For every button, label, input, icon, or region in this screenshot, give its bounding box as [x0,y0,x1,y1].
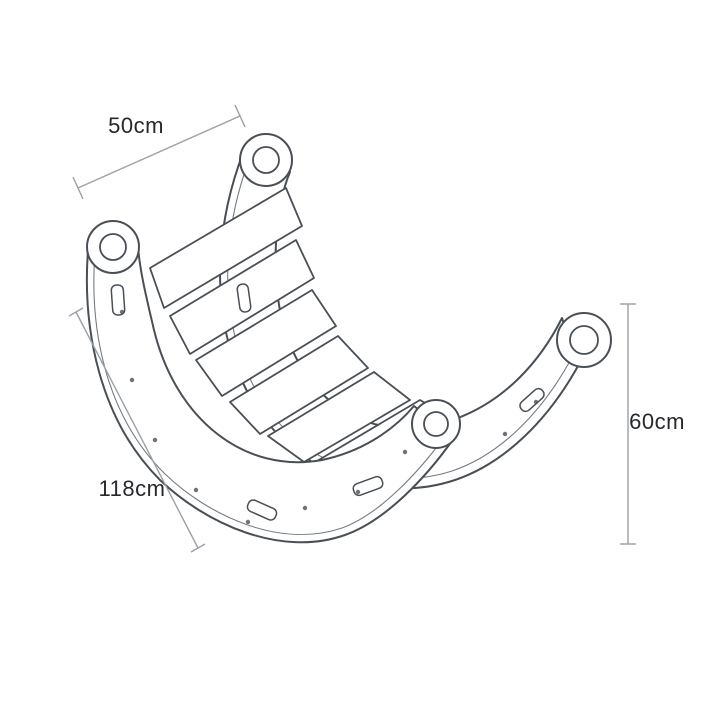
near-rail-edge-line [93,252,447,536]
handle-left [86,220,140,274]
dimension-line-width [72,104,246,200]
slat-5 [267,371,411,463]
handle-left-hole-icon [99,233,127,261]
slot-cutout-bottom-right [352,475,384,497]
length-dimension-label: 118cm [98,476,166,501]
handle-top-hole-icon [252,146,280,174]
near-rail [85,246,455,544]
slat-4 [229,335,369,435]
slat-3 [195,289,337,397]
slat-1 [149,187,303,309]
dimension-line-length [68,307,206,553]
handle-center-hole-icon [423,411,449,437]
slot-cutout-far-arm [236,283,252,313]
dimension-line-height [620,303,636,545]
handle-right-hole-icon [569,325,599,355]
slot-cutout-left-arm [110,284,126,316]
height-dimension-label: 60cm [629,409,685,434]
handle-top [239,133,293,187]
handle-right [556,312,612,368]
screw-hole-dots [119,309,539,525]
handle-center [411,399,461,449]
width-dimension-label: 50cm [108,113,164,138]
slot-cutout-bottom-left [246,499,278,521]
